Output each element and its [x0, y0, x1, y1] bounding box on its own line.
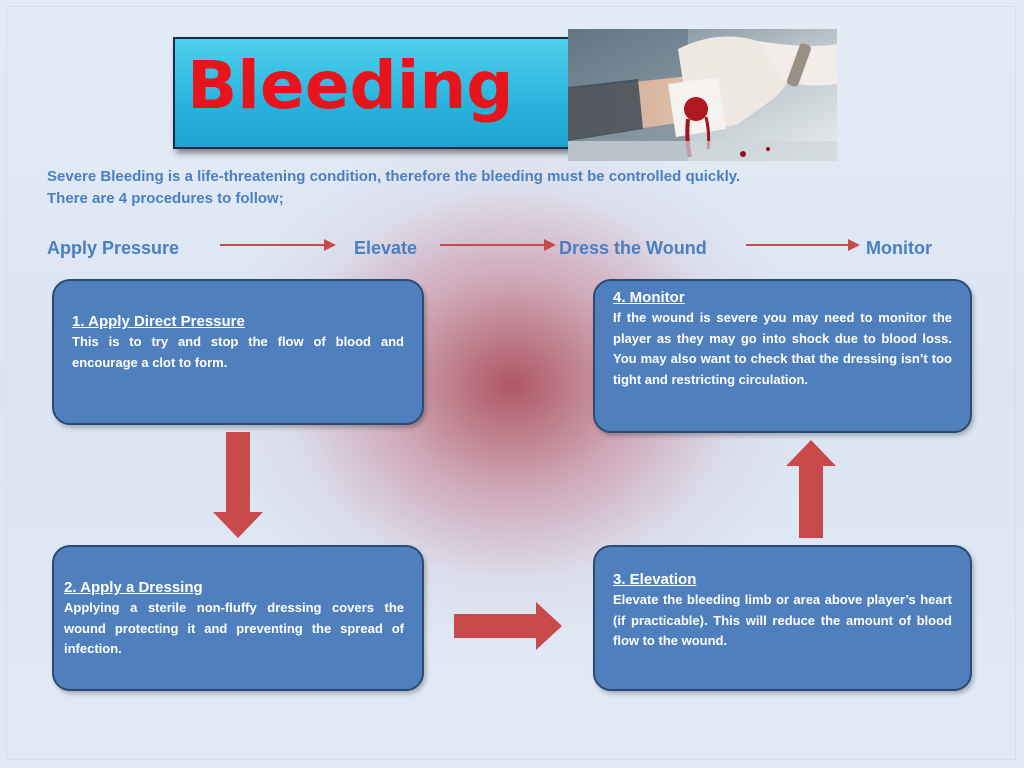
- bandaged-hand-photo: [568, 29, 837, 161]
- card-monitor: 4. Monitor If the wound is severe you ma…: [593, 279, 972, 433]
- flow-step-monitor: Monitor: [866, 238, 932, 258]
- card-apply-pressure: 1. Apply Direct Pressure This is to try …: [52, 279, 424, 425]
- card-title: 2. Apply a Dressing: [64, 579, 203, 596]
- flow-step-apply-pressure: Apply Pressure: [47, 238, 180, 258]
- card-elevation: 3. Elevation Elevate the bleeding limb o…: [593, 545, 972, 691]
- card-title: 4. Monitor: [613, 289, 685, 306]
- intro-line-2: There are 4 procedures to follow;: [47, 190, 284, 207]
- card-body: This is to try and stop the flow of bloo…: [72, 334, 404, 370]
- card-apply-dressing: 2. Apply a Dressing Applying a sterile n…: [52, 545, 424, 691]
- card-body: Elevate the bleeding limb or area above …: [613, 592, 952, 648]
- photo-graphic: [568, 29, 837, 161]
- slide-title: Bleeding: [187, 47, 514, 124]
- up-arrow-icon: [786, 440, 836, 538]
- flow-step-elevate: Elevate: [354, 238, 418, 258]
- card-title: 1. Apply Direct Pressure: [72, 313, 245, 330]
- intro-text: Severe Bleeding is a life-threatening co…: [47, 166, 947, 210]
- right-arrow-icon: [440, 239, 556, 251]
- card-body: If the wound is severe you may need to m…: [613, 310, 952, 387]
- flow-step-dress-wound: Dress the Wound: [559, 238, 707, 258]
- title-banner: Bleeding: [173, 37, 573, 149]
- card-body: Applying a sterile non-fluffy dressing c…: [64, 600, 404, 656]
- right-arrow-icon: [220, 239, 336, 251]
- right-block-arrow-icon: [454, 602, 562, 650]
- right-arrow-icon: [746, 239, 860, 251]
- down-arrow-icon: [213, 432, 263, 538]
- slide-frame: [6, 6, 1016, 760]
- intro-line-1: Severe Bleeding is a life-threatening co…: [47, 168, 741, 185]
- card-title: 3. Elevation: [613, 571, 697, 588]
